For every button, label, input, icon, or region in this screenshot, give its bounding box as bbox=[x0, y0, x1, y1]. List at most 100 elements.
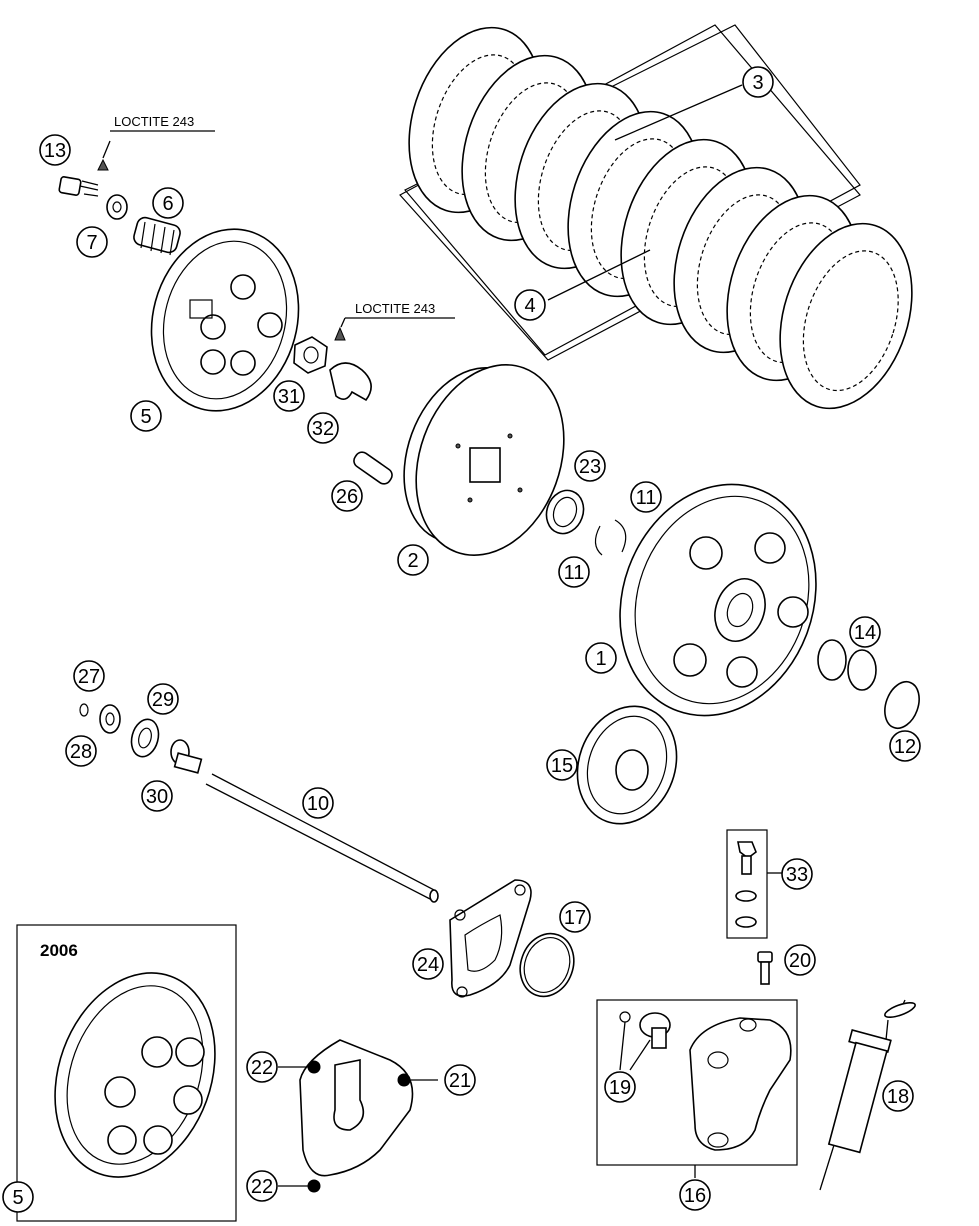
callout-30: 30 bbox=[141, 780, 173, 812]
spring-boss bbox=[230, 274, 256, 300]
plate-stack-frame-side bbox=[399, 24, 861, 361]
callout-number: 3 bbox=[752, 72, 763, 94]
callout-circle bbox=[559, 901, 591, 933]
o-ring-inner bbox=[523, 937, 571, 993]
callout-14: 14 bbox=[849, 616, 881, 648]
cap-2006-boss bbox=[173, 1085, 203, 1115]
cap-2006-boss bbox=[143, 1125, 173, 1155]
callout-number: 2 bbox=[407, 550, 418, 572]
pushrod-bearing bbox=[130, 718, 160, 758]
banjo-bolt-shank bbox=[741, 855, 752, 875]
callout-number: 12 bbox=[894, 736, 916, 758]
callout-22b: 22 bbox=[246, 1170, 278, 1202]
callout-19: 19 bbox=[604, 1071, 636, 1103]
retaining-half bbox=[594, 525, 603, 556]
loctite-note: LOCTITE 243 bbox=[355, 301, 435, 316]
thrust-pin bbox=[353, 451, 393, 485]
clutch-plate-teeth bbox=[802, 250, 899, 392]
callout-circle bbox=[65, 735, 97, 767]
hub-spline bbox=[469, 447, 501, 483]
needle-bearing bbox=[817, 639, 847, 681]
callout-number: 16 bbox=[684, 1185, 706, 1207]
banjo-bolt-kit-box bbox=[726, 829, 768, 939]
callout-number: 4 bbox=[524, 295, 535, 317]
callout-15: 15 bbox=[546, 749, 578, 781]
pushrod-bearing-race bbox=[138, 727, 152, 749]
callout-11a: 11 bbox=[630, 481, 662, 513]
callout-number: 14 bbox=[854, 622, 876, 644]
callout-5a: 5 bbox=[130, 400, 162, 432]
banjo-bolt bbox=[737, 841, 757, 875]
callout-circle bbox=[2, 1181, 34, 1213]
callout-circle bbox=[784, 944, 816, 976]
callout-circle bbox=[781, 858, 813, 890]
callout-17: 17 bbox=[559, 901, 591, 933]
callout-22a: 22 bbox=[246, 1051, 278, 1083]
callout-number: 22 bbox=[251, 1057, 273, 1079]
spring-boss bbox=[257, 312, 283, 338]
spring-body bbox=[133, 216, 181, 254]
callout-number: 23 bbox=[579, 456, 601, 478]
push-rod-end bbox=[429, 889, 439, 903]
push-rod-edge bbox=[211, 773, 437, 892]
spring-coils bbox=[140, 221, 175, 256]
thrust-washer-bore bbox=[552, 496, 578, 528]
spring-boss bbox=[230, 350, 256, 376]
loctite-note: LOCTITE 243 bbox=[114, 114, 194, 129]
callout-number: 24 bbox=[417, 954, 439, 976]
cover-slot bbox=[333, 1059, 365, 1131]
callout-33: 33 bbox=[781, 858, 813, 890]
callout-circle bbox=[630, 481, 662, 513]
callout-23: 23 bbox=[574, 450, 606, 482]
gasket-hole bbox=[456, 986, 468, 998]
sealing-washer bbox=[735, 890, 757, 902]
callout-5b: 5 bbox=[2, 1181, 34, 1213]
callout-circle bbox=[889, 730, 921, 762]
callout-number: 29 bbox=[152, 689, 174, 711]
plate-stack-frame-top bbox=[404, 24, 861, 356]
inset-year-label: 2006 bbox=[40, 941, 78, 960]
cap-2006-boss bbox=[104, 1076, 136, 1108]
callout-circle bbox=[444, 1064, 476, 1096]
callout-13: 13 bbox=[39, 134, 71, 166]
hub-hole bbox=[507, 433, 513, 439]
basket-washer bbox=[884, 680, 920, 730]
gear-teeth-line bbox=[586, 715, 668, 815]
callout-number: 13 bbox=[44, 140, 66, 162]
hub-hole bbox=[517, 487, 523, 493]
callout-number: 20 bbox=[789, 950, 811, 972]
callout-circle bbox=[397, 544, 429, 576]
basket-window bbox=[754, 532, 786, 564]
callout-circle bbox=[39, 134, 71, 166]
nut-hex bbox=[293, 336, 328, 374]
gasket-hole bbox=[514, 884, 526, 896]
slave-cylinder-body bbox=[689, 1017, 792, 1151]
cap-rib bbox=[189, 299, 213, 319]
callout-number: 1 bbox=[595, 648, 606, 670]
basket-window bbox=[726, 656, 758, 688]
circlip bbox=[79, 703, 89, 717]
syringe-barrel bbox=[827, 1041, 888, 1154]
clutch-plates bbox=[408, 26, 913, 410]
callout-number: 10 bbox=[307, 793, 329, 815]
callout-circle bbox=[76, 226, 108, 258]
o-ring bbox=[519, 932, 575, 998]
callout-circle bbox=[73, 660, 105, 692]
leader-lines bbox=[102, 84, 782, 1187]
pressure-cap bbox=[150, 228, 300, 412]
callout-circle bbox=[130, 400, 162, 432]
pressure-cap-disc bbox=[150, 228, 300, 412]
clutch-spring bbox=[133, 216, 181, 256]
callout-28: 28 bbox=[65, 735, 97, 767]
callout-number: 11 bbox=[564, 562, 585, 584]
basket-window bbox=[777, 596, 809, 628]
callout-number: 21 bbox=[449, 1070, 471, 1092]
screw-thread bbox=[79, 180, 99, 197]
callout-number: 5 bbox=[12, 1187, 23, 1209]
banjo-bolt-head bbox=[737, 841, 757, 859]
callout-circle bbox=[331, 480, 363, 512]
callout-circle bbox=[558, 556, 590, 588]
callout-number: 33 bbox=[786, 864, 808, 886]
slave-port bbox=[739, 1018, 757, 1032]
